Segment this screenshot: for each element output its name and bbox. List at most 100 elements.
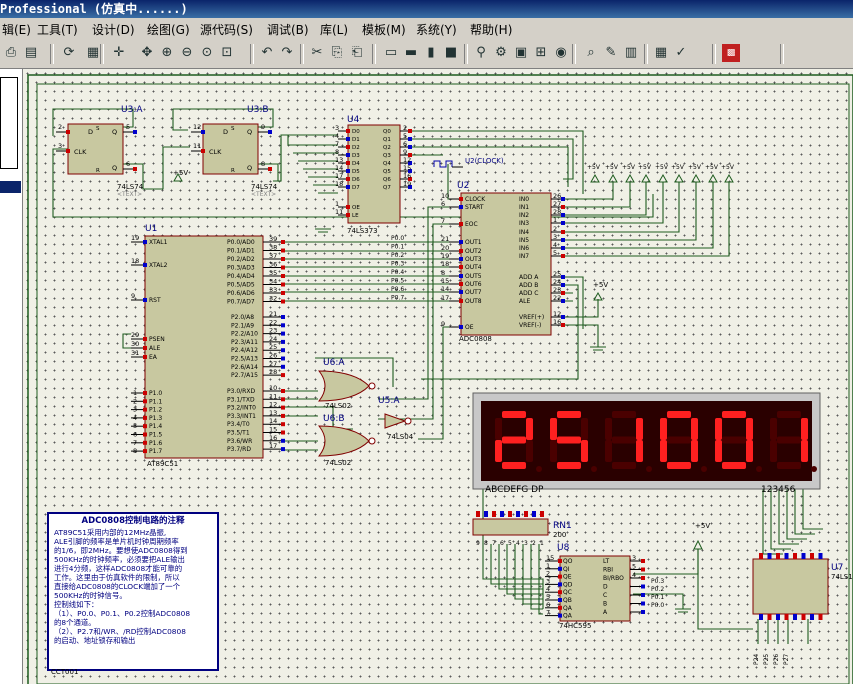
- u4-pin-left-state: [346, 145, 350, 149]
- u1-port1-pin-number: 3: [133, 406, 137, 414]
- ares-icon[interactable]: ▩: [722, 44, 740, 62]
- u1-pin-name: EA: [149, 354, 158, 361]
- u4-pin-right-state: [408, 185, 412, 189]
- search-icon[interactable]: ⌕: [587, 45, 595, 60]
- cut-icon[interactable]: ✂: [311, 45, 323, 60]
- u1-port1-pin-number: 2: [133, 397, 137, 405]
- menu-graph[interactable]: 绘图(G): [147, 23, 190, 37]
- u6b-gate: [317, 425, 370, 457]
- u4-pin-name-r: Q1: [383, 137, 391, 143]
- overview-window[interactable]: [0, 77, 18, 169]
- u7-ref: U7: [831, 563, 844, 573]
- u8-pin-name-r: C: [603, 592, 607, 599]
- menu-system[interactable]: 系统(Y): [416, 23, 457, 37]
- menu-template[interactable]: 模板(M): [362, 23, 406, 37]
- paste-icon[interactable]: ⎗: [351, 45, 363, 60]
- bom-icon[interactable]: ▦: [654, 45, 668, 60]
- digit-2-dp: [646, 466, 652, 472]
- u1-p2-pin-state: [281, 339, 285, 344]
- u8-pin-right-state: [641, 610, 645, 614]
- u7-pin-bottom: [767, 614, 772, 620]
- pick-icon[interactable]: ⚲: [476, 45, 486, 60]
- u8-net-label: P0.3: [651, 578, 664, 585]
- property-icon[interactable]: ✎: [605, 45, 617, 60]
- block-move-icon[interactable]: ▬: [404, 45, 418, 60]
- u1-pin-left-number: 19: [131, 234, 139, 242]
- u1-part: AT89C51: [147, 460, 179, 468]
- menu-debug[interactable]: 调试(B): [267, 23, 309, 37]
- u2-pin-right-number: 26: [553, 192, 561, 200]
- u4-pin-right-number: 12: [403, 156, 411, 164]
- origin-icon[interactable]: ✛: [113, 45, 125, 60]
- toolbar-separator: [712, 44, 716, 64]
- note-line: 500KHz的时钟频率，必须要把ALE输出: [54, 555, 185, 564]
- u8-ref: U8: [557, 543, 570, 553]
- menu-tools[interactable]: 工具(T): [37, 23, 78, 37]
- schematic-drawing[interactable]: +5V+5V+5V+5V+5V+5V+5V+5V+5V DCLKQQSR2356…: [23, 69, 853, 684]
- print-icon[interactable]: ⎙: [5, 45, 17, 60]
- u1-pin-left-state: [143, 346, 147, 350]
- decompose-icon[interactable]: ⊞: [535, 45, 547, 60]
- block-copy-icon[interactable]: ▭: [384, 45, 398, 60]
- digit-2-seg-b: [636, 418, 643, 440]
- rn1-vcc-label: +5V: [695, 522, 711, 530]
- menu-edit[interactable]: 辑(E): [2, 23, 31, 37]
- block-rotate-icon[interactable]: ▮: [427, 45, 435, 60]
- rn1-pin-num: 8: [484, 540, 488, 547]
- erc-icon[interactable]: ✓: [675, 45, 687, 60]
- pan-icon[interactable]: ✥: [141, 45, 153, 60]
- u1-pin-left-number: 31: [131, 349, 139, 357]
- note-line: 工作。这里由于仿真软件的限制，所以: [54, 573, 180, 582]
- u1-port1-pin-number: 8: [133, 447, 137, 455]
- rn1-pin: [516, 511, 520, 517]
- zoom-in-icon[interactable]: ⊕: [161, 45, 173, 60]
- make-device-icon[interactable]: ⚙: [495, 45, 507, 60]
- p0-net-label: P0.2: [391, 252, 404, 259]
- wire-autorouter-icon[interactable]: ◉: [555, 45, 567, 60]
- u1-p0-name: P0.5/AD5: [227, 282, 255, 289]
- save-icon[interactable]: ▤: [24, 45, 38, 60]
- menu-design[interactable]: 设计(D): [92, 23, 135, 37]
- u2-pin-name-r: IN2: [519, 212, 529, 219]
- u1-p2-pin-state: [281, 356, 285, 361]
- digit-3-seg-b: [691, 418, 698, 440]
- u8-net-label: P0.0: [651, 602, 664, 609]
- u1-p3-pin-number: 12: [269, 401, 277, 409]
- u8-pin-name-r: B: [603, 601, 607, 608]
- u4-pin-left-state: [346, 177, 350, 181]
- u2-pin-left-number: 6: [441, 200, 445, 208]
- power-arrow-7: [708, 173, 718, 183]
- menu-source[interactable]: 源代码(S): [200, 23, 253, 37]
- u2-pin-left-number: 19: [441, 252, 449, 260]
- grid-icon[interactable]: ▦: [86, 45, 100, 60]
- u8-body: [559, 555, 631, 622]
- undo-icon[interactable]: ↶: [261, 45, 273, 60]
- window-title-bar: Professional (仿真中......): [0, 0, 853, 18]
- zoom-out-icon[interactable]: ⊖: [181, 45, 193, 60]
- annotation-note[interactable]: ADC0808控制电路的注释 AT89C51采用内部的12MHz晶振,ALE引脚…: [47, 512, 219, 671]
- redo-icon[interactable]: ↷: [281, 45, 293, 60]
- u1-p3-name: P3.3/INT1: [227, 413, 256, 420]
- u4-pin-right-state: [408, 169, 412, 173]
- netlist-icon[interactable]: ▥: [624, 45, 638, 60]
- u1-p2-name: P2.2/A10: [231, 331, 258, 338]
- zoom-area-icon[interactable]: ⊡: [221, 45, 233, 60]
- menu-help[interactable]: 帮助(H): [470, 23, 513, 37]
- copy-icon[interactable]: ⎘: [331, 45, 343, 60]
- note-line: 进行4分频，这样ADC0808才能可靠的: [54, 564, 183, 573]
- menu-library[interactable]: 库(L): [320, 23, 349, 37]
- u4-pin-left-number: 4: [335, 132, 339, 140]
- ff-pin-q-state: [133, 130, 137, 134]
- u2-pin-name: OUT1: [465, 239, 482, 246]
- zoom-fit-icon[interactable]: ⊙: [201, 45, 213, 60]
- package-icon[interactable]: ▣: [514, 45, 528, 60]
- u2-pin-right-number: 3: [553, 233, 557, 241]
- refresh-icon[interactable]: ⟳: [63, 45, 75, 60]
- selected-item[interactable]: [0, 181, 21, 193]
- u8-pin-left-number: 4: [546, 585, 550, 593]
- u1-p2-name: P2.6/A14: [231, 364, 258, 371]
- block-delete-icon[interactable]: ■: [444, 45, 458, 60]
- object-selector-panel[interactable]: [0, 69, 23, 684]
